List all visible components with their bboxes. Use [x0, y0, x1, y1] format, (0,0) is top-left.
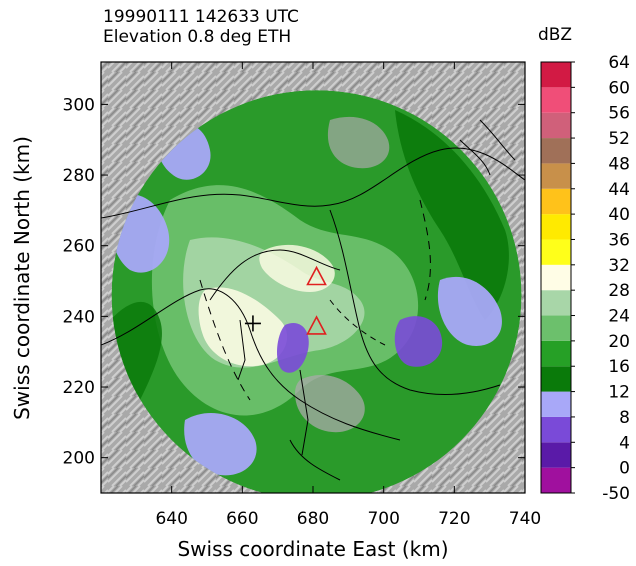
x-tick-label: 720: [438, 509, 470, 529]
boundary-lines: [101, 119, 525, 481]
colorbar-cell: [541, 138, 571, 164]
colorbar-cell: [541, 87, 571, 113]
colorbar-level-label: 28: [608, 281, 630, 301]
colorbar-level-label: 0: [619, 459, 630, 479]
colorbar-cell: [541, 340, 571, 367]
colorbar-cell: [541, 442, 571, 468]
colorbar-level-label: 52: [608, 129, 630, 149]
x-axis-label: Swiss coordinate East (km): [177, 537, 448, 561]
x-tick-label: 660: [226, 509, 258, 529]
colorbar-cell: [541, 315, 571, 341]
colorbar-level-label: 16: [608, 357, 630, 377]
markers-layer: [244, 265, 327, 335]
y-tick-label: 280: [63, 166, 95, 186]
colorbar-cell: [541, 112, 571, 139]
x-tick-label: 680: [297, 509, 329, 529]
timestamp-header: 19990111 142633 UTC: [103, 7, 299, 27]
elevation-header: Elevation 0.8 deg ETH: [103, 27, 291, 47]
colorbar-level-label: 60: [608, 78, 630, 98]
colorbar-cell: [541, 264, 571, 291]
y-axis-label: Swiss coordinate North (km): [10, 136, 34, 420]
y-tick-label: 260: [63, 237, 95, 257]
colorbar-cell: [541, 391, 571, 417]
colorbar-level-label: 24: [608, 307, 630, 327]
colorbar-level-label: 56: [608, 104, 630, 124]
echo-region-cream: [198, 287, 288, 367]
colorbar-level-label: 64: [608, 53, 630, 73]
x-tick-label: 640: [155, 509, 187, 529]
colorbar-cell: [541, 163, 571, 189]
colorbar-level-label: 48: [608, 154, 630, 174]
echo-region-gray-north: [327, 116, 390, 169]
echo-region-cream-north: [259, 244, 335, 292]
colorbar-cell: [541, 188, 571, 215]
colorbar-level-label: 40: [608, 205, 630, 225]
colorbar-cell: [541, 239, 571, 265]
colorbar-cell: [541, 416, 571, 443]
colorbar-cell: [541, 62, 571, 88]
radar-site-triangle-marker: [306, 315, 327, 335]
colorbar-cell: [541, 290, 571, 316]
colorbar-level-label: 36: [608, 230, 630, 250]
colorbar-level-label: -50: [602, 484, 630, 504]
echo-region-violet-center: [276, 322, 309, 373]
colorbar-frame: [540, 61, 572, 494]
y-tick-label: 200: [63, 449, 95, 469]
x-tick-label: 700: [367, 509, 399, 529]
colorbar-level-label: 12: [608, 383, 630, 403]
colorbar-level-label: 8: [619, 408, 630, 428]
colorbar-cells: [540, 61, 572, 494]
colorbar-unit: dBZ: [538, 25, 572, 45]
x-axis-ticks: 640 660 680 700 720 740: [155, 62, 541, 529]
x-tick-label: 740: [509, 509, 541, 529]
colorbar-cell: [541, 214, 571, 240]
y-tick-label: 300: [63, 95, 95, 115]
echo-region-gray-clutter: [295, 375, 365, 433]
plot-area: 640 660 680 700 720 740 200 220 240 260 280 300: [63, 61, 541, 529]
colorbar-level-label: 4: [619, 433, 630, 453]
echo-region-violet-east: [394, 316, 443, 367]
cross-marker: [244, 315, 261, 332]
echo-region-lavender-south: [184, 412, 257, 476]
colorbar-cell: [541, 366, 571, 392]
radar-site-triangle-marker: [306, 265, 327, 286]
echo-region-dark-green: [395, 110, 509, 320]
y-tick-label: 240: [63, 307, 95, 327]
colorbar-cell: [541, 467, 571, 493]
y-tick-label: 220: [63, 378, 95, 398]
reflectivity-field: [111, 90, 522, 493]
colorbar-level-label: 44: [608, 180, 630, 200]
echo-region-lavender-east: [437, 276, 502, 346]
y-axis-ticks: 200 220 240 260 280 300: [63, 95, 525, 469]
colorbar-level-label: 32: [608, 256, 630, 276]
colorbar-level-label: 20: [608, 332, 630, 352]
